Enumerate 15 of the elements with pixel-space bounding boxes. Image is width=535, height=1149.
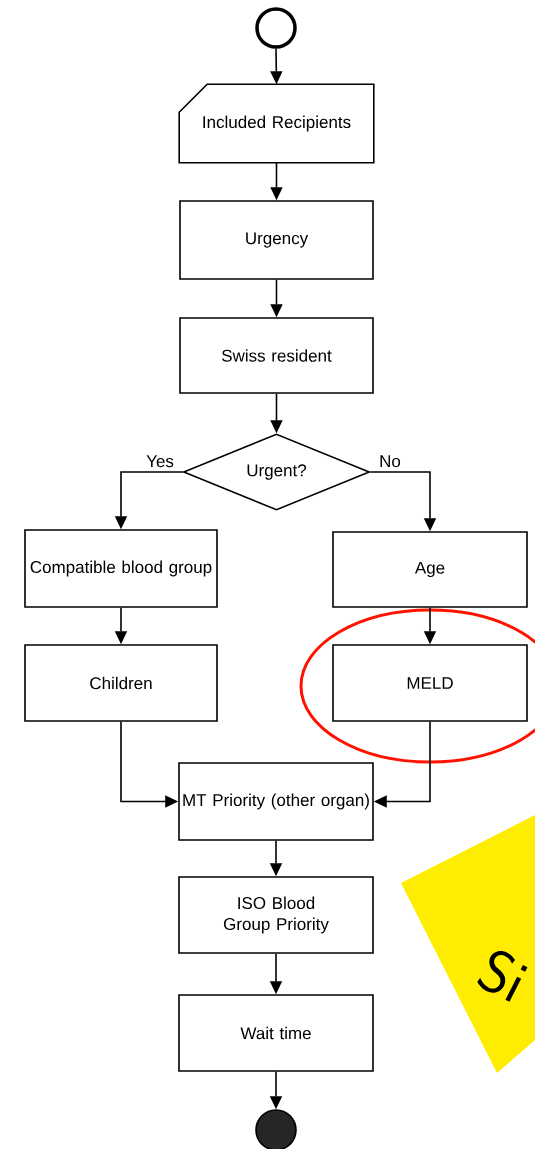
end-circle [255,1109,297,1149]
process-box: Children [24,644,218,722]
process-box: ISO Blood Group Priority [178,876,374,954]
process-box: MELD [332,644,528,722]
note-text: Si [477,951,528,1002]
process-box: Age [332,531,528,608]
edge-label: No [380,455,401,468]
process-box: Wait time [178,994,374,1072]
edge-label: Yes [146,455,174,468]
process-box: Urgency [179,200,374,280]
start-circle [255,7,297,49]
process-box: Compatible blood group [24,529,218,608]
card-box: Included Recipients [178,83,375,164]
process-box: MT Priority (other organ) [178,762,374,841]
process-box: Swiss resident [179,317,374,394]
